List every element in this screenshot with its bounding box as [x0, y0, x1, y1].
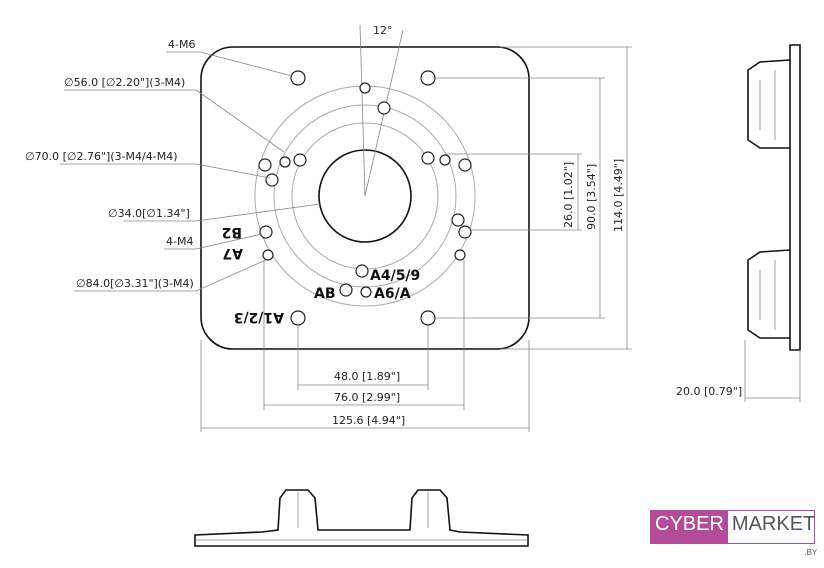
callout-m4: 4-M4	[166, 235, 193, 248]
bottom-view	[194, 489, 529, 547]
plate-outline	[200, 46, 530, 350]
label-a7: A7	[222, 245, 243, 261]
label-a459: A4/5/9	[370, 268, 420, 284]
dim-90: 90.0 [3.54"]	[585, 164, 598, 230]
logo-part2: MARKET .BY	[728, 511, 819, 557]
dim-20: 20.0 [0.79"]	[676, 385, 742, 398]
callout-d56: ∅56.0 [∅2.20"](3-M4)	[64, 76, 185, 89]
dim-48: 48.0 [1.89"]	[334, 370, 400, 383]
logo-part2-text: MARKET	[731, 513, 816, 535]
dim-26: 26.0 [1.02"]	[562, 162, 575, 228]
callout-d84: ∅84.0[∅3.31"](3-M4)	[76, 277, 194, 290]
label-b2: B2	[222, 224, 242, 240]
angle-label: 12°	[373, 24, 393, 37]
callout-d34: ∅34.0[∅1.34"]	[108, 207, 190, 220]
vertical-dimensions: 26.0 [1.02"] 90.0 [3.54"] 114.0 [4.49"]	[435, 46, 632, 350]
label-ab: AB	[314, 286, 336, 302]
logo-part1: CYBER	[651, 511, 728, 543]
label-a123: A1/2/3	[234, 309, 284, 325]
dim-114: 114.0 [4.49"]	[612, 159, 625, 232]
label-a6a: A6/A	[374, 286, 411, 302]
center-hole	[318, 149, 412, 243]
cybermarket-logo: CYBER MARKET .BY	[650, 510, 817, 557]
m6-holes	[290, 70, 436, 326]
side-view: 20.0 [0.79"]	[676, 44, 801, 402]
m4-holes	[258, 82, 472, 298]
logo-suffix: .BY	[804, 548, 818, 557]
dim-125: 125.6 [4.94"]	[332, 414, 405, 427]
callout-d70: ∅70.0 [∅2.76"](3-M4/4-M4)	[25, 150, 178, 163]
callout-m6: 4-M6	[168, 38, 195, 51]
horizontal-dimensions: 48.0 [1.89"] 76.0 [2.99"] 125.6 [4.94"]	[200, 260, 530, 432]
dim-76: 76.0 [2.99"]	[334, 391, 400, 404]
callouts: 4-M6 ∅56.0 [∅2.20"](3-M4) ∅70.0 [∅2.76"]…	[25, 38, 321, 292]
